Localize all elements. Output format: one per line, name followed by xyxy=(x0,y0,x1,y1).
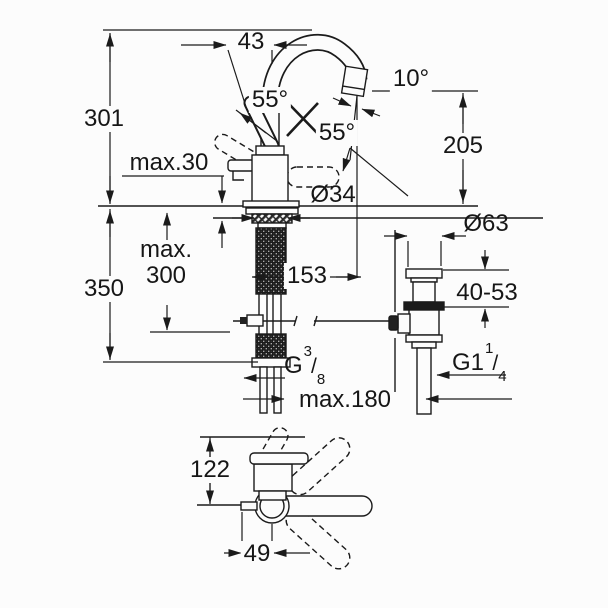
supply-hose-lower xyxy=(255,333,287,359)
angle-label-55-right: 55° xyxy=(315,120,359,146)
thread-g38-denominator: 8 xyxy=(316,370,326,388)
dim-label-122: 122 xyxy=(186,457,234,483)
extension-line xyxy=(227,49,248,111)
body-top-view xyxy=(253,463,293,492)
rod-break-tick xyxy=(313,315,318,327)
drain-tailpipe xyxy=(416,347,432,415)
angle-cross-stroke xyxy=(288,103,322,138)
rod-end-fitting xyxy=(246,314,264,327)
dim-label-43: 43 xyxy=(237,28,265,55)
supply-hose-upper xyxy=(255,227,287,295)
dim-max30 xyxy=(122,175,226,248)
dim-label-max300-line2: 300 xyxy=(145,262,187,289)
angle-line xyxy=(349,147,409,197)
dim-label-301: 301 xyxy=(80,106,128,132)
drain-locknut xyxy=(405,334,443,343)
thread-g38-slash: / xyxy=(311,355,317,378)
angle-55-indicators xyxy=(235,102,409,197)
top-view xyxy=(197,427,373,570)
lever-swing-dashed-b xyxy=(288,437,351,496)
body-mid-top-view xyxy=(258,490,287,501)
handle-open-piece xyxy=(227,159,255,172)
handle-dashed-left xyxy=(214,133,258,167)
angle-cross-stroke xyxy=(286,102,319,137)
mounting-plate xyxy=(245,207,299,215)
dim-label-max180: max.180 xyxy=(295,387,395,413)
dimensions xyxy=(103,29,512,560)
drain-rod-knob xyxy=(388,315,399,331)
thread-g38-prefix: G xyxy=(284,352,303,379)
drain-body xyxy=(408,309,440,336)
thread-g114-numerator: 1 xyxy=(485,340,494,357)
arrow xyxy=(361,108,381,118)
dim-label-dia63: Ø63 xyxy=(463,210,509,237)
thread-g114-slash: / xyxy=(492,352,499,375)
hose-pipe-right xyxy=(273,366,282,414)
dim-4053 xyxy=(441,250,509,328)
thread-g114-denominator: 4 xyxy=(498,367,507,385)
dim-63 xyxy=(384,232,466,267)
arrow xyxy=(332,97,352,107)
dim-max300 xyxy=(150,212,230,333)
dim-label-49: 49 xyxy=(240,541,274,567)
dim-label-max300-line1: max. xyxy=(139,236,193,263)
dim-label-205: 205 xyxy=(439,133,487,159)
mounting-clip xyxy=(257,222,287,229)
drain-seal-ring xyxy=(403,301,445,311)
lever-bar-top-view xyxy=(249,452,309,465)
angle-label-55-left: 55° xyxy=(248,87,292,113)
arrow xyxy=(342,147,351,172)
drain-shank xyxy=(412,281,436,303)
dim-label-max30: max.30 xyxy=(129,149,209,176)
dim-label-350: 350 xyxy=(80,276,128,302)
dim-label-4053: 40-53 xyxy=(456,279,518,306)
dim-43 xyxy=(181,41,307,111)
arrow xyxy=(239,112,267,134)
rod-stub-top-view xyxy=(240,501,258,511)
hose-pipe-left xyxy=(259,366,268,414)
thread-g38-numerator: 3 xyxy=(303,343,313,360)
dim-label-max300: max. 300 xyxy=(140,237,192,289)
drain-rod-connector xyxy=(397,313,411,334)
collar xyxy=(255,145,285,156)
thread-label-g114: G11/4 xyxy=(452,341,507,384)
mounting-nut xyxy=(251,213,293,224)
rod-end-tip xyxy=(240,317,247,324)
lever-swing-dashed-a xyxy=(261,427,289,462)
faucet-body xyxy=(251,154,289,206)
drain-taper xyxy=(411,341,437,349)
base-flange xyxy=(242,200,300,208)
thread-g114-prefix: G1 xyxy=(452,349,485,376)
dim-label-153: 153 xyxy=(283,263,331,289)
drain-cap xyxy=(405,268,443,279)
drain-assembly xyxy=(388,230,445,415)
rod-break-tick xyxy=(293,315,298,327)
handle-open-hook xyxy=(232,171,244,181)
thread-label-g38: G3/8 xyxy=(284,344,325,387)
spout-tip xyxy=(340,65,369,98)
dim-label-dia34: Ø34 xyxy=(310,181,356,208)
angle-label-10: 10° xyxy=(389,66,433,92)
